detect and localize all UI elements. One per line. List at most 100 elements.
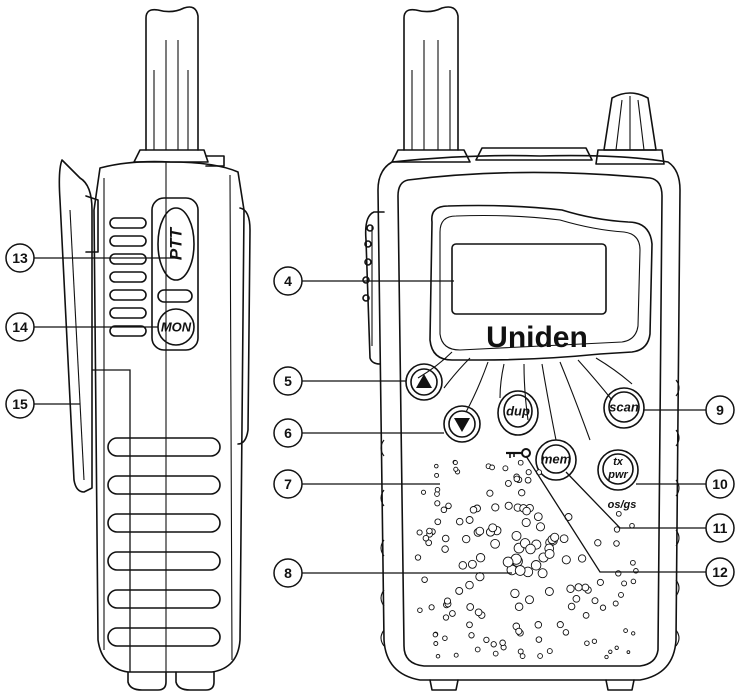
speaker-hole (544, 548, 555, 559)
speaker-hole (623, 628, 628, 633)
speaker-hole (559, 534, 569, 544)
speaker-hole (535, 636, 543, 643)
ptt-label: PTT (167, 226, 186, 260)
speaker-hole (488, 523, 498, 533)
speaker-hole (630, 578, 637, 585)
dup-label: dup (506, 404, 530, 419)
speaker-hole (434, 463, 439, 469)
volume-knob[interactable] (595, 92, 665, 165)
display-housing (429, 204, 653, 361)
speaker-hole (465, 516, 474, 524)
speaker-hole (434, 518, 442, 526)
speaker-hole (449, 610, 456, 617)
svg-text:4: 4 (284, 273, 292, 289)
speaker-hole (499, 639, 506, 647)
speaker-hole (467, 559, 477, 569)
speaker-hole (613, 526, 621, 533)
speaker-hole (567, 602, 576, 611)
speaker-hole (442, 635, 448, 641)
speaker-hole (435, 653, 441, 659)
svg-text:13: 13 (12, 250, 28, 266)
speaker-hole (517, 459, 524, 466)
speaker-hole (455, 586, 464, 595)
speaker-hole (561, 555, 571, 565)
tx-pwr-button[interactable]: tx pwr (597, 449, 639, 491)
speaker-hole (426, 527, 433, 535)
speaker-hole (537, 568, 548, 579)
speaker-hole (522, 506, 531, 516)
speaker-hole (525, 543, 536, 555)
scan-label: scan (609, 400, 639, 415)
radio-side-view: PTT MON (58, 6, 251, 691)
speaker-hole (458, 561, 468, 570)
speaker-hole (517, 648, 524, 655)
speaker-hole (582, 612, 590, 619)
belt-clip (58, 159, 93, 493)
speaker-hole (465, 580, 474, 590)
mon-button[interactable]: MON (157, 308, 195, 346)
speaker-grill (414, 459, 639, 660)
speaker-hole (491, 503, 500, 512)
speaker-hole (631, 631, 636, 636)
side-lower-slots (107, 437, 221, 647)
speaker-hole (469, 506, 478, 514)
speaker-hole (618, 591, 624, 598)
speaker-hole (621, 580, 628, 587)
svg-text:10: 10 (712, 476, 728, 492)
speaker-hole (445, 502, 452, 510)
speaker-hole (440, 506, 448, 514)
speaker-hole (626, 650, 631, 654)
callouts: 13 14 15 4 5 6 7 8 (5, 243, 735, 672)
speaker-hole (534, 621, 543, 629)
speaker-hole (521, 517, 531, 528)
speaker-hole (599, 604, 607, 611)
speaker-hole (414, 554, 422, 561)
down-button[interactable] (443, 405, 481, 443)
speaker-hole (596, 578, 604, 586)
speaker-hole (475, 572, 485, 582)
ptt-button[interactable]: PTT (157, 207, 195, 281)
speaker-hole (562, 629, 570, 636)
speaker-hole (514, 602, 524, 612)
speaker-hole (612, 600, 619, 607)
speaker-hole (455, 517, 464, 526)
speaker-hole (502, 465, 509, 472)
speaker-hole (416, 529, 423, 536)
brand-logo: Uniden (486, 321, 588, 354)
speaker-hole (462, 534, 471, 544)
key-lock-icon (506, 448, 531, 458)
speaker-hole (533, 512, 543, 522)
speaker-hole (591, 597, 599, 605)
speaker-hole (544, 587, 554, 596)
callout-5: 5 (273, 366, 303, 396)
speaker-hole (490, 538, 500, 549)
down-arrow-icon (454, 418, 470, 432)
speaker-hole (566, 584, 575, 593)
side-grip-slots (109, 217, 147, 337)
mon-label: MON (161, 320, 192, 335)
speaker-hole (441, 534, 450, 543)
svg-text:5: 5 (284, 373, 292, 389)
speaker-hole (490, 641, 497, 648)
scan-button[interactable]: scan (603, 387, 645, 429)
speaker-hole (615, 510, 622, 517)
speaker-hole (502, 556, 514, 568)
mem-label: mem (541, 452, 572, 467)
speaker-hole (466, 603, 475, 611)
speaker-hole (613, 540, 620, 547)
dup-button[interactable]: dup (497, 390, 539, 436)
svg-text:6: 6 (284, 425, 292, 441)
speaker-hole (535, 522, 546, 532)
svg-text:12: 12 (712, 564, 728, 580)
mem-button[interactable]: mem (535, 439, 577, 481)
radio-front-view: Uniden dup (362, 6, 681, 691)
up-button[interactable] (405, 363, 443, 401)
svg-text:7: 7 (284, 476, 292, 492)
callout-6: 6 (273, 418, 303, 448)
lcd-display (451, 243, 607, 315)
speaker-hole (591, 638, 598, 644)
speaker-hole (577, 554, 587, 563)
speaker-hole (466, 621, 473, 629)
speaker-hole (492, 650, 499, 657)
face-plate (397, 171, 663, 667)
